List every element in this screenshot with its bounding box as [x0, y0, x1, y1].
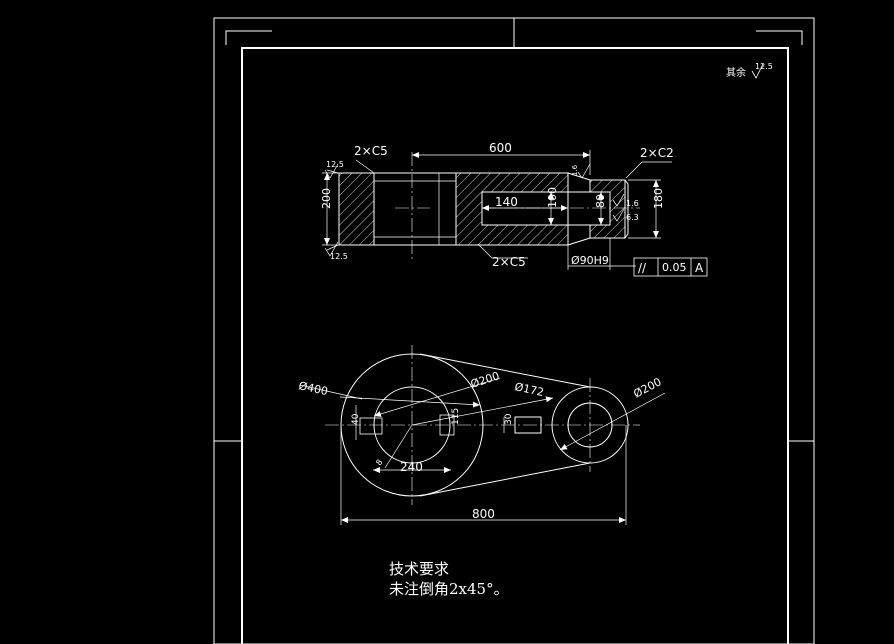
section-hatch — [338, 172, 626, 246]
keyway-width-label: 40 — [351, 413, 361, 425]
section-view: 2×C5 600 2×C2 12.5 12.5 200 140 100 80 1… — [320, 141, 708, 277]
height-left-label: 200 — [320, 188, 333, 209]
small-inner-dia-label: Ø172 — [513, 380, 545, 399]
technical-requirements: 技术要求 未注倒角2x45°。 — [389, 559, 509, 599]
technical-requirements-line1: 未注倒角2x45°。 — [389, 580, 509, 598]
plan-dimensions — [299, 377, 666, 525]
section-roughness-symbols — [324, 163, 625, 257]
section-dimensions — [322, 150, 672, 270]
chamfer-label-bottom: 2×C5 — [492, 255, 526, 269]
roughness-symbol — [751, 63, 764, 79]
tolerance-symbol: // — [638, 261, 647, 275]
roughness-right-bottom-label: 6.3 — [626, 213, 639, 222]
big-outer-dia-label: Ø400 — [297, 379, 329, 398]
height-right-label: 180 — [652, 188, 665, 209]
big-inner-dia-label: Ø200 — [469, 369, 501, 391]
roughness-note-value: 12.5 — [755, 62, 773, 71]
drawing-frame — [213, 17, 815, 644]
center-distance-label: 800 — [472, 507, 495, 521]
small-hole-label: 8 — [374, 458, 384, 467]
plan-centerlines — [325, 345, 640, 505]
fit-dim-label: Ø90H9 — [571, 254, 609, 267]
roughness-top-left-label: 12.5 — [326, 160, 344, 169]
chamfer-label-top-left: 2×C5 — [354, 144, 388, 158]
roughness-note-prefix: 其余 — [726, 66, 746, 79]
chamfer-label-right: 2×C2 — [640, 146, 674, 160]
tolerance-frame: // 0.05 A — [633, 257, 708, 277]
technical-requirements-title: 技术要求 — [389, 560, 450, 578]
plan-view: Ø400 Ø200 Ø172 Ø200 40 115 30 240 8 800 — [297, 345, 666, 525]
roughness-right-top-label: 1.6 — [626, 199, 639, 208]
inner-dia-label: 80 — [594, 194, 607, 208]
section-outline — [374, 172, 629, 246]
roughness-note: 其余 12.5 — [726, 62, 773, 79]
small-outer-dia-label: Ø200 — [631, 375, 663, 400]
roughness-bottom-left-label: 12.5 — [330, 252, 348, 261]
small-keyway-label: 30 — [504, 413, 514, 425]
tolerance-value: 0.05 — [662, 261, 687, 274]
keyway-depth-label: 115 — [451, 408, 461, 425]
roughness-small-label: 1.6 — [571, 164, 579, 176]
overall-length-label: 600 — [489, 141, 512, 155]
bore-height-label: 100 — [546, 187, 559, 208]
tolerance-datum: A — [695, 261, 704, 275]
bore-depth-label: 140 — [495, 195, 518, 209]
hole-dim-label: 240 — [400, 460, 423, 474]
